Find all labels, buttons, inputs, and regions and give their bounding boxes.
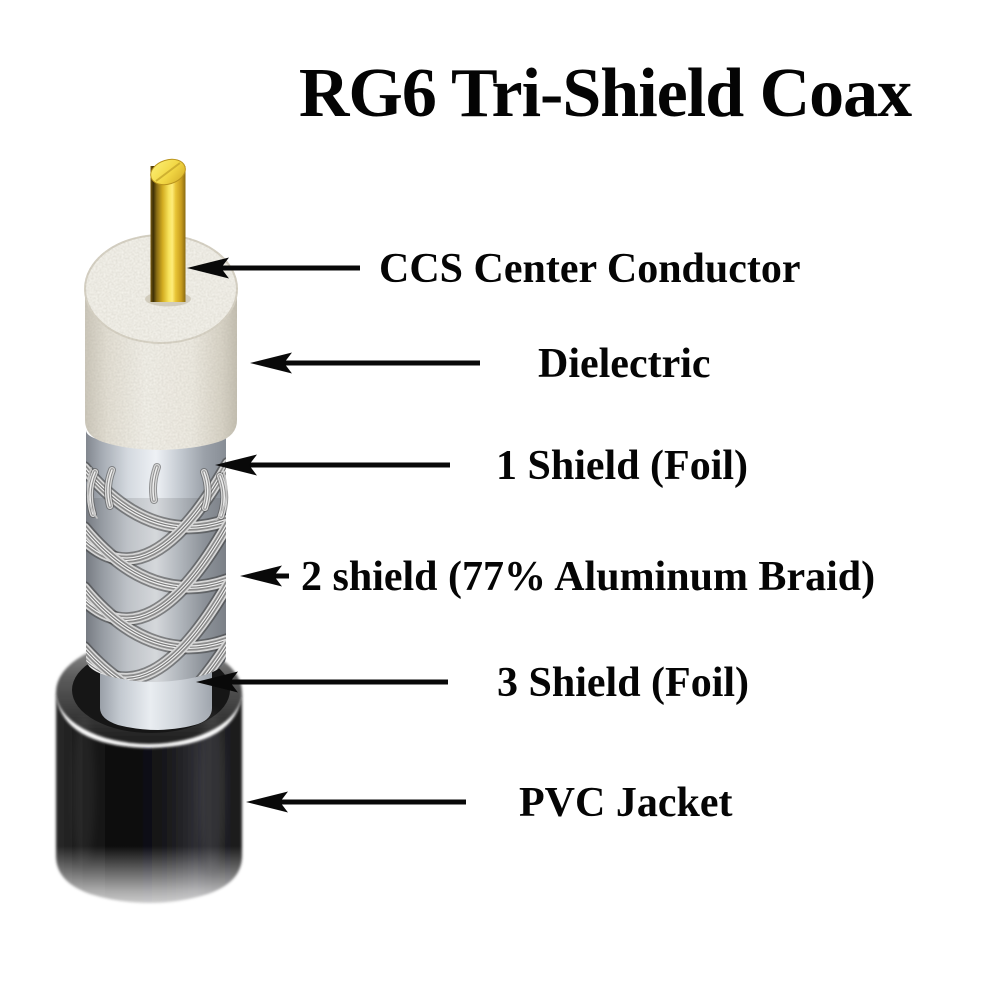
shield-3-foil-arrow [196, 671, 448, 693]
diagram-title: RG6 Tri-Shield Coax [298, 55, 912, 132]
jacket-bottom-fade [30, 846, 270, 936]
label-pvc-jacket: PVC Jacket [519, 780, 733, 826]
cable-illustration [30, 158, 270, 936]
ccs-center-conductor-arrow [187, 257, 360, 279]
label-shield-1-foil: 1 Shield (Foil) [496, 443, 749, 489]
label-shield-3-foil: 3 Shield (Foil) [497, 660, 750, 706]
label-ccs-center-conductor: CCS Center Conductor [379, 246, 801, 292]
center-conductor-graphic [145, 158, 191, 307]
label-shield-2-braid: 2 shield (77% Aluminum Braid) [301, 554, 876, 600]
shield-2-braid-arrow [240, 565, 289, 587]
braid-shield-graphic [84, 464, 228, 682]
label-dielectric: Dielectric [538, 341, 711, 387]
shield-1-foil-arrow [215, 454, 450, 476]
dielectric-arrow [250, 352, 480, 374]
pvc-jacket-arrow [246, 791, 466, 813]
